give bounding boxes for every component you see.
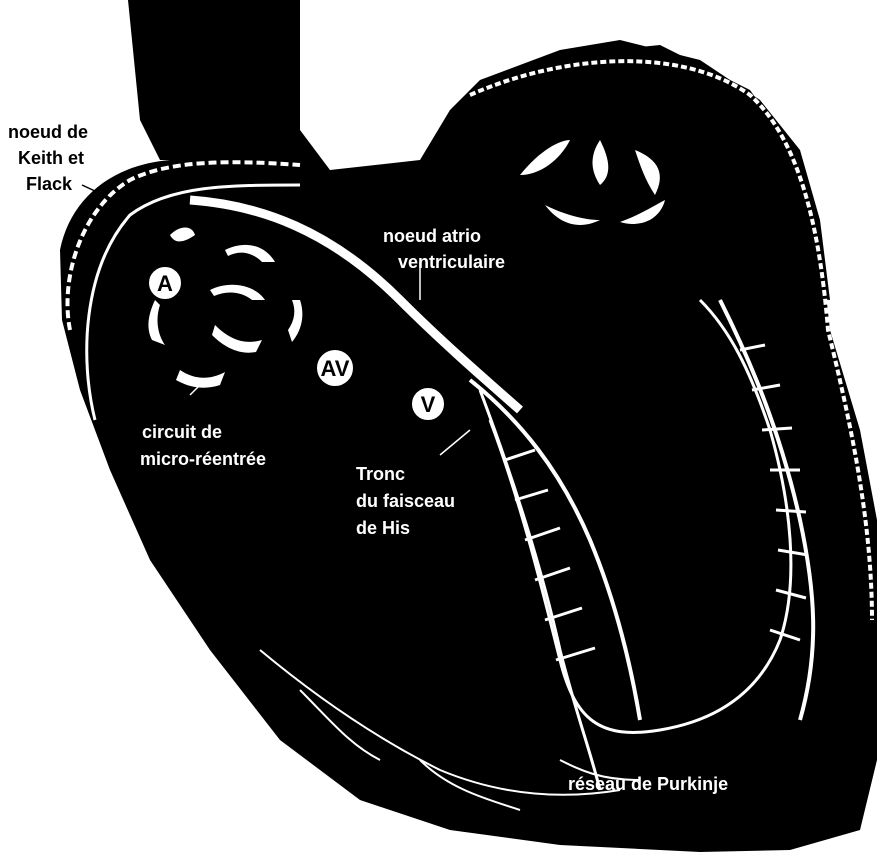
label-micro-circuit-line2: micro-réentrée [140, 449, 266, 469]
badge-atrium-text: A [157, 271, 173, 296]
label-av-node-line1: noeud atrio [383, 226, 481, 246]
label-micro-circuit-line1: circuit de [142, 422, 222, 442]
badge-av: AV [316, 349, 354, 387]
badge-ventricle: V [411, 387, 445, 421]
badge-av-text: AV [321, 356, 350, 381]
label-purkinje: réseau de Purkinje [568, 774, 728, 794]
label-his-trunk-line3: de His [356, 518, 410, 538]
label-sa-node-line2: Keith et [18, 148, 84, 168]
label-his-trunk-line1: Tronc [356, 464, 405, 484]
label-sa-node: noeud de Keith et Flack [8, 122, 88, 194]
badge-ventricle-text: V [421, 392, 436, 417]
label-av-node-line2: ventriculaire [398, 252, 505, 272]
badge-atrium: A [148, 266, 182, 300]
label-sa-node-line3: Flack [26, 174, 73, 194]
label-sa-node-line1: noeud de [8, 122, 88, 142]
label-his-trunk-line2: du faisceau [356, 491, 455, 511]
